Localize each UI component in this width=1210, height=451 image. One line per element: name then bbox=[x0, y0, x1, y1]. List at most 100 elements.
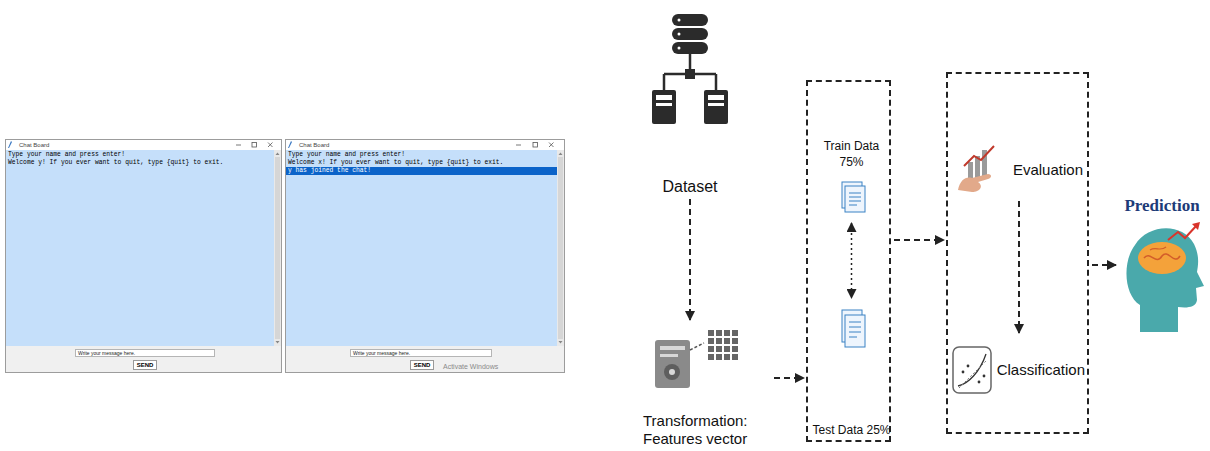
dashed-arrow bbox=[1018, 201, 1020, 333]
drawing-part bbox=[732, 346, 738, 352]
drawing-part bbox=[5, 139, 282, 150]
database-icon bbox=[652, 14, 728, 124]
drawing-part bbox=[1150, 247, 1166, 250]
dashed-arrow bbox=[774, 377, 804, 379]
classification-icon bbox=[953, 347, 991, 393]
dataset-node: Dataset bbox=[640, 10, 740, 196]
feature-grid bbox=[708, 330, 738, 360]
drawing-part bbox=[1144, 254, 1180, 260]
dashed-arrow bbox=[1092, 264, 1116, 266]
drawing-part bbox=[983, 375, 986, 378]
dashed-group: EvaluationClassification bbox=[946, 72, 1089, 434]
drawing-part bbox=[708, 330, 714, 336]
data-split-node: Test Data 25% bbox=[812, 300, 891, 438]
drawing-part bbox=[724, 338, 730, 344]
node-text: Test Data 25% bbox=[812, 422, 890, 438]
file-stack bbox=[842, 310, 865, 347]
drawing-part bbox=[678, 47, 681, 50]
drawing-part bbox=[8, 141, 12, 148]
node-text: Classification bbox=[997, 361, 1085, 378]
drawing-part bbox=[652, 90, 676, 124]
dashed-group: Train Data 75% Test Data 25% bbox=[806, 80, 891, 442]
drawing-part bbox=[672, 14, 708, 26]
send-button: SEND bbox=[410, 360, 434, 370]
drawing-part bbox=[968, 162, 973, 178]
drawing-part bbox=[708, 346, 714, 352]
drawing-part bbox=[559, 153, 563, 344]
drawing-part bbox=[656, 103, 672, 106]
drawing-part bbox=[732, 330, 738, 336]
drawing-part bbox=[1138, 242, 1186, 274]
node-text: Welcome y! If you ever want to quit, typ… bbox=[8, 159, 272, 167]
message-panel: Type your name and press enter!Welcome x… bbox=[286, 150, 557, 346]
app-window: Chat BoardType your name and press enter… bbox=[5, 139, 282, 373]
drawing-part bbox=[678, 33, 681, 36]
evaluation-icon bbox=[958, 146, 994, 192]
drawing-part bbox=[5, 139, 282, 373]
node-text: y has joined the chat! bbox=[286, 167, 557, 175]
transform-node: Transformation: Features vector bbox=[643, 322, 771, 448]
drawing-part bbox=[663, 74, 666, 90]
dashed-arrow bbox=[851, 223, 853, 298]
input-field: Write your message here. bbox=[350, 349, 492, 357]
prediction-node: Prediction bbox=[1118, 196, 1206, 334]
drawing-part bbox=[285, 139, 565, 373]
node-text: Welcome x! If you ever want to quit, typ… bbox=[288, 159, 555, 167]
node-text: Write your message here. bbox=[78, 350, 214, 356]
watermark: Activate Windows bbox=[443, 363, 498, 370]
drawing-part bbox=[274, 150, 281, 346]
drawing-part bbox=[690, 343, 704, 350]
drawing-part bbox=[685, 69, 695, 79]
drawing-part bbox=[1168, 225, 1197, 240]
drawing-part bbox=[953, 347, 991, 393]
drawing-part bbox=[669, 369, 675, 375]
drawing-part bbox=[549, 143, 554, 148]
drawing-part bbox=[716, 330, 722, 336]
drawing-part bbox=[958, 174, 991, 192]
drawing-part bbox=[664, 364, 680, 380]
classification-node: Classification bbox=[950, 335, 1085, 403]
node-text: Write your message here. bbox=[353, 350, 491, 356]
dashed-arrow bbox=[689, 199, 691, 320]
drawing-part bbox=[962, 371, 965, 374]
drawing-part bbox=[708, 103, 724, 106]
data-split-node: Train Data 75% bbox=[812, 138, 891, 220]
drawing-part bbox=[533, 143, 538, 148]
window-chrome bbox=[285, 139, 565, 373]
drawing-part bbox=[959, 360, 987, 388]
input-field: Write your message here. bbox=[75, 349, 215, 357]
drawing-part bbox=[732, 338, 738, 344]
node-text: Evaluation bbox=[1013, 161, 1083, 178]
send-button: SEND bbox=[133, 360, 157, 370]
node-text: SEND bbox=[411, 361, 433, 369]
drawing-part bbox=[715, 74, 718, 90]
drawing-part bbox=[660, 346, 685, 350]
drawing-part bbox=[1192, 222, 1200, 230]
drawing-part bbox=[236, 145, 241, 146]
drawing-part bbox=[660, 354, 678, 357]
drawing-part bbox=[1126, 228, 1204, 332]
drawing-part bbox=[276, 153, 280, 344]
evaluation-node: Evaluation bbox=[955, 140, 1083, 198]
drawing-part bbox=[678, 19, 681, 22]
drawing-part bbox=[704, 90, 728, 124]
node-text: Chat Board bbox=[299, 141, 564, 149]
node-text: Chat Board bbox=[19, 141, 281, 149]
dashed-arrow bbox=[894, 239, 944, 241]
drawing-part bbox=[672, 42, 708, 54]
node-text: SEND bbox=[134, 361, 156, 369]
node-text: Transformation: Features vector bbox=[643, 412, 771, 448]
drawing-part bbox=[849, 322, 861, 337]
node-text: Type your name and press enter! bbox=[8, 151, 272, 159]
drawing-part bbox=[557, 150, 564, 346]
drawing-part bbox=[716, 338, 722, 344]
drawing-part bbox=[732, 354, 738, 360]
drawing-part bbox=[964, 146, 994, 166]
node-text: Type your name and press enter! bbox=[288, 151, 555, 159]
node-text: Train Data 75% bbox=[812, 138, 891, 170]
drawing-part bbox=[558, 157, 563, 339]
drawing-part bbox=[716, 354, 722, 360]
node-text: Prediction bbox=[1124, 196, 1199, 216]
drawing-part bbox=[724, 330, 730, 336]
drawing-part bbox=[958, 354, 986, 386]
